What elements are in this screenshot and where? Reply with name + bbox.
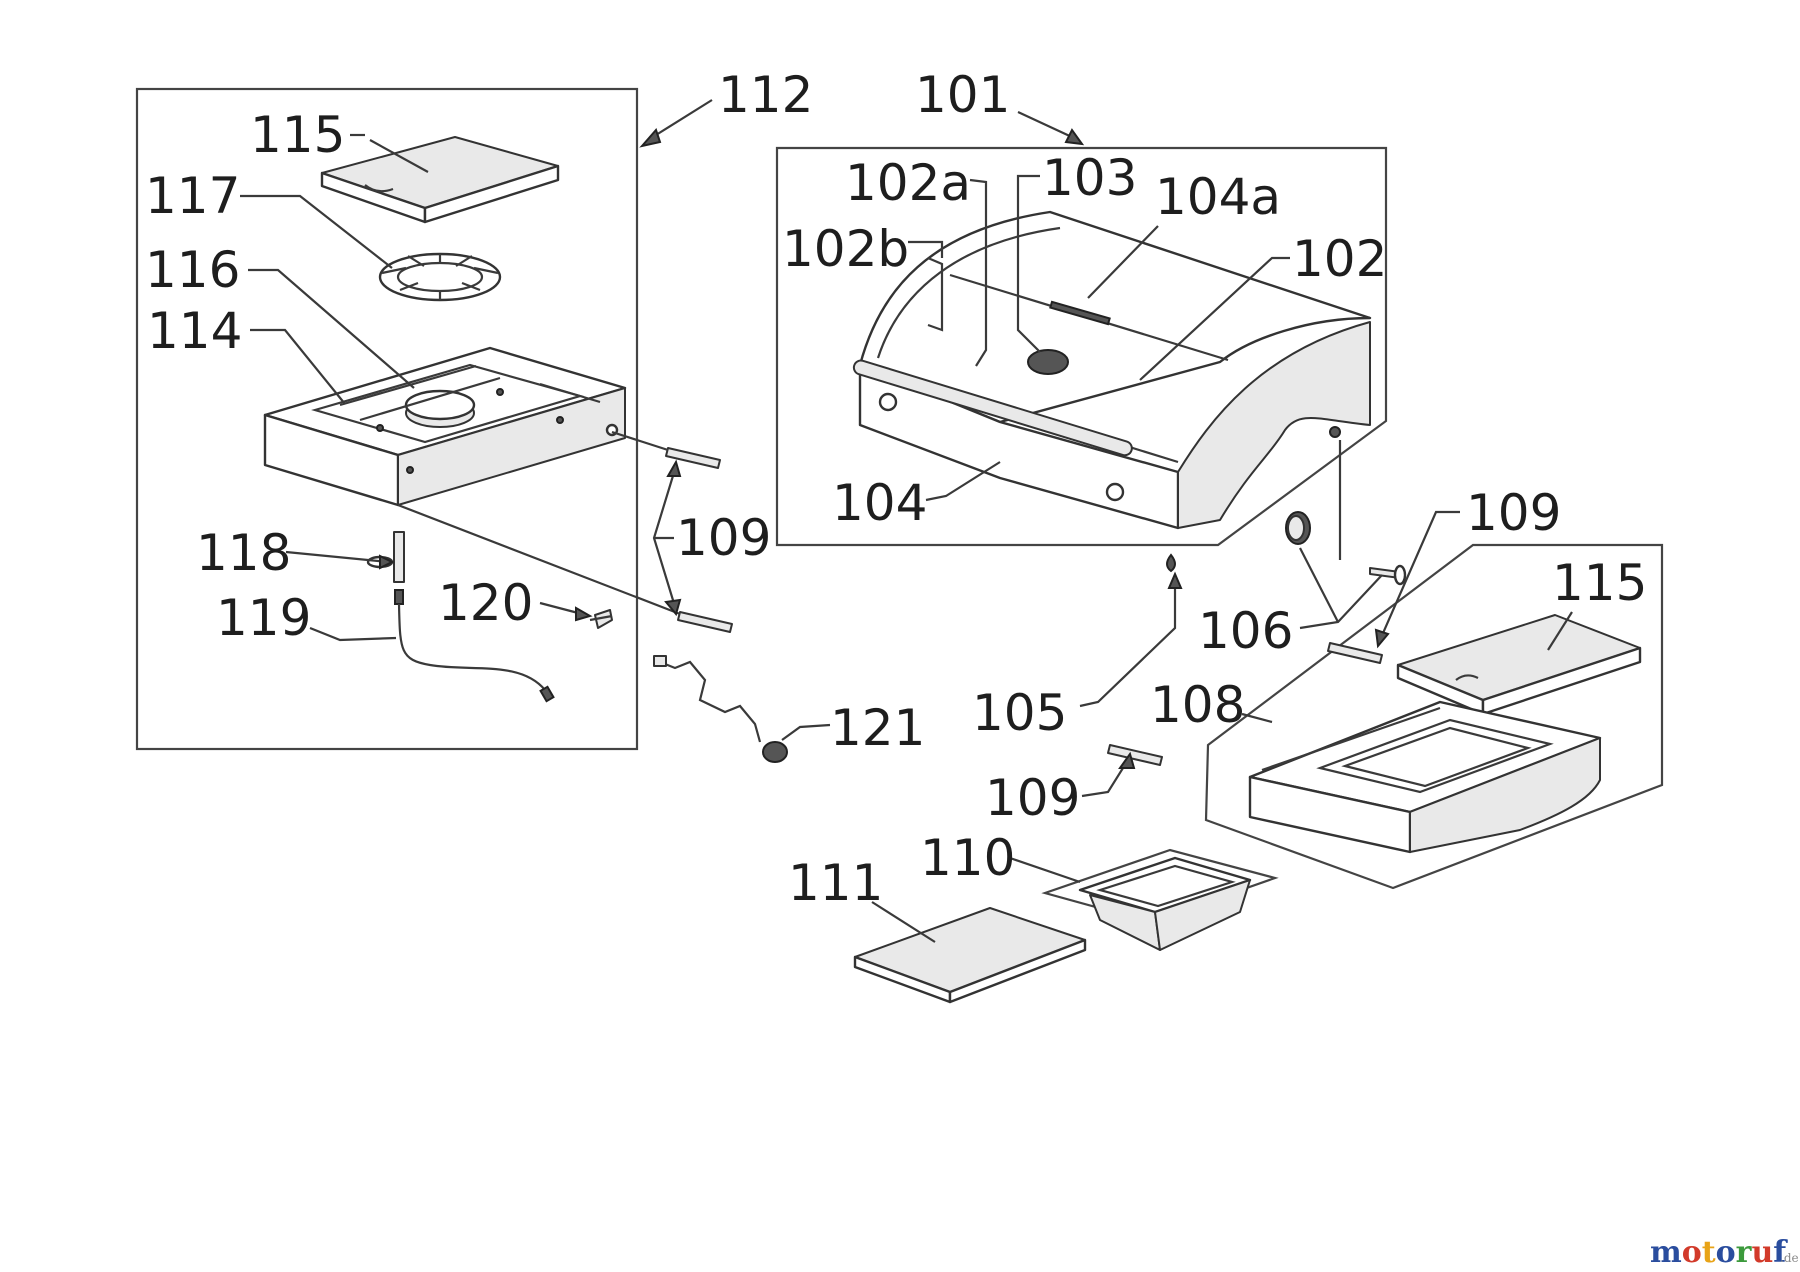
callout-112: 112	[718, 66, 813, 124]
cover-plate-part	[853, 907, 1087, 1004]
pin-part-109-upper	[611, 430, 721, 469]
callout-117: 117	[145, 167, 240, 225]
watermark-letter: o	[1716, 1235, 1736, 1270]
hinge-bolt-part	[1338, 440, 1407, 586]
drip-part	[1166, 553, 1176, 573]
callout-105: 105	[972, 684, 1067, 742]
watermark-letter: o	[1682, 1235, 1702, 1270]
callout-104a: 104a	[1155, 168, 1281, 226]
callout-120: 120	[438, 574, 533, 632]
watermark-logo: motoruf	[1650, 1235, 1788, 1270]
callout-108: 108	[1150, 676, 1245, 734]
callout-101: 101	[915, 66, 1010, 124]
callout-111: 111	[788, 854, 883, 912]
pin-part-109-lower	[397, 503, 733, 633]
group-frame-112	[135, 87, 639, 751]
callout-102a: 102a	[845, 154, 971, 212]
callout-115-right: 115	[1552, 554, 1647, 612]
watermark-letter: f	[1773, 1235, 1788, 1270]
callout-116: 116	[145, 241, 240, 299]
group-frame-101	[775, 146, 1388, 547]
hinge-knob-part	[1285, 511, 1311, 545]
igniter-part	[366, 531, 405, 583]
leader-lines	[240, 99, 1573, 943]
pin-part-109-right	[1327, 642, 1383, 664]
igniter-cable-part	[394, 589, 555, 703]
callout-104: 104	[832, 474, 927, 532]
clip-part	[589, 609, 613, 629]
base-tray-part	[1248, 700, 1602, 854]
callout-102: 102	[1292, 230, 1387, 288]
grill-hood-part	[852, 210, 1372, 530]
watermark-letter: r	[1736, 1235, 1753, 1270]
pizza-stone-part	[320, 136, 560, 224]
watermark-domain: .de	[1780, 1251, 1799, 1265]
callout-103: 103	[1042, 149, 1137, 207]
callout-118: 118	[196, 524, 291, 582]
callout-102b: 102b	[782, 220, 909, 278]
pizza-stone-part-right	[1396, 614, 1642, 716]
watermark-letter: m	[1650, 1235, 1682, 1270]
callout-106: 106	[1198, 602, 1293, 660]
callout-109-bottom: 109	[985, 769, 1080, 827]
watermark-letter: t	[1702, 1235, 1716, 1270]
grease-pan-part	[1041, 848, 1279, 951]
callout-114: 114	[147, 302, 242, 360]
watermark-letter: u	[1751, 1235, 1773, 1270]
callout-109-left: 109	[676, 509, 771, 567]
callout-121: 121	[830, 699, 925, 757]
callout-109-right: 109	[1466, 484, 1561, 542]
burner-base-part	[263, 346, 627, 507]
group-frame-108	[1204, 543, 1664, 890]
callout-119: 119	[216, 589, 311, 647]
gas-hose-part	[653, 655, 788, 763]
callout-115-left: 115	[250, 106, 345, 164]
wok-ring-part	[378, 252, 502, 302]
callout-110: 110	[920, 829, 1015, 887]
pin-part-109-bottom	[1107, 744, 1163, 766]
